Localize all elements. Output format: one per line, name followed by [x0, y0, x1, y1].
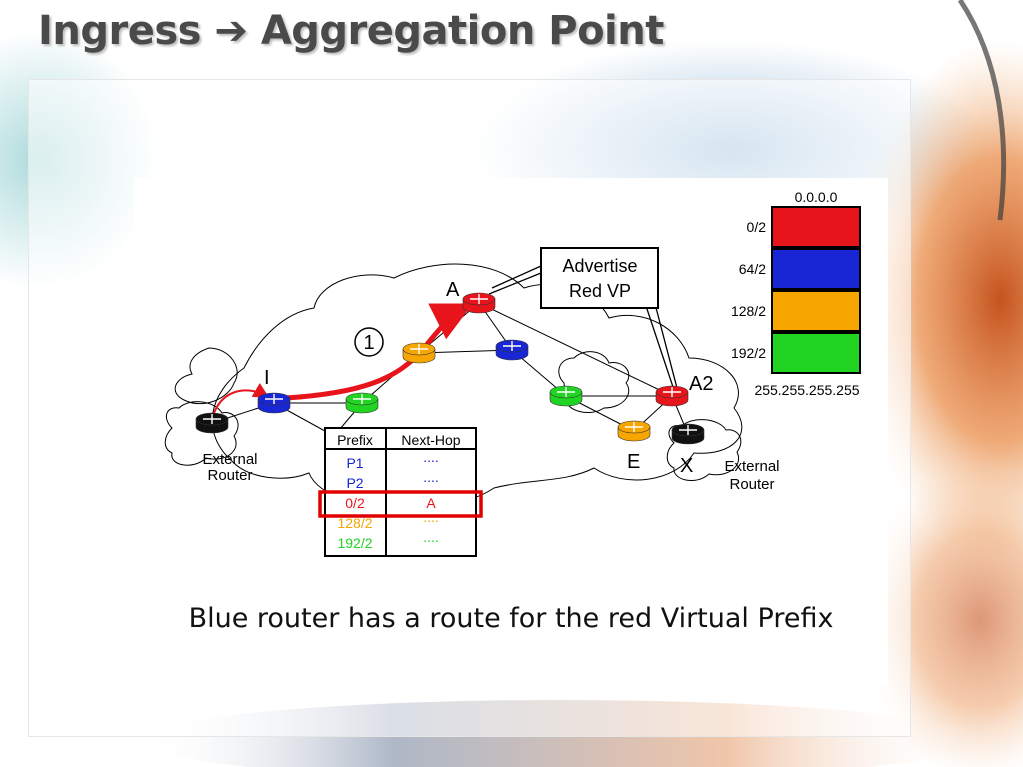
address-space-bottom-label: 255.255.255.255 — [754, 382, 859, 398]
router-red-a2-icon — [655, 385, 689, 407]
slide-title: Ingress ➔ Aggregation Point — [38, 8, 664, 54]
fib-row-next-hop: .... — [423, 449, 439, 465]
address-segment-0 — [771, 206, 861, 248]
router-red-a-icon — [462, 292, 496, 314]
router-label-a: A — [446, 279, 460, 301]
router-orange-core-icon — [402, 342, 436, 364]
router-black-x-icon — [671, 423, 705, 445]
router-green-edge-icon — [549, 385, 583, 407]
fib-table: Prefix Next-Hop P1.... P2.... 0/2 A 128/2...… — [318, 427, 483, 557]
router-blue-i-icon — [257, 392, 291, 414]
router-blue-core-icon — [495, 339, 529, 361]
step-marker-number: 1 — [363, 332, 374, 354]
external-router-right-line2: Router — [729, 476, 774, 493]
router-label-e: E — [627, 451, 640, 473]
address-space-bar: 0.0.0.0 0/2 64/2 128/2 192/2 255.255.255.25… — [731, 189, 861, 398]
address-segment-label: 192/2 — [731, 345, 766, 361]
fib-header-prefix: Prefix — [337, 432, 373, 448]
address-segment-label: 64/2 — [739, 261, 766, 277]
external-router-left-line1: External — [202, 451, 257, 468]
address-segment-label: 128/2 — [731, 303, 766, 319]
fib-row-prefix: P1 — [346, 455, 363, 471]
fib-row-next-hop: .... — [423, 529, 439, 545]
advertise-callout-box — [540, 247, 659, 309]
isp-cloud — [211, 263, 743, 504]
network-links — [211, 302, 689, 437]
address-segment-1 — [771, 248, 861, 290]
router-label-i: I — [264, 367, 270, 389]
right-edge-cloud — [558, 351, 630, 413]
router-label-a2: A2 — [689, 373, 713, 395]
advertise-callout-line1: Advertise — [562, 256, 637, 276]
diagram-figure: I A A2 E X 1 Advertise Red VP External R… — [134, 178, 888, 686]
diagram-caption: Blue router has a route for the red Virt… — [188, 603, 834, 634]
address-segment-label: 0/2 — [747, 219, 767, 235]
external-cloud-left — [164, 401, 239, 466]
fib-row-prefix: 128/2 — [337, 515, 372, 531]
fib-row-prefix: 0/2 — [345, 495, 365, 511]
router-orange-e-icon — [617, 420, 651, 442]
address-segment-3 — [771, 332, 861, 374]
fib-highlight-box — [318, 490, 483, 518]
address-segment-2 — [771, 290, 861, 332]
fib-row-next-hop: .... — [423, 469, 439, 485]
fib-header-next-hop: Next-Hop — [401, 432, 460, 448]
fib-row-next-hop: A — [426, 495, 436, 511]
step-marker-circle — [354, 327, 384, 357]
router-black-left-icon — [195, 412, 229, 434]
callout-lines — [488, 265, 678, 391]
fib-row-prefix: 192/2 — [337, 535, 372, 551]
network-diagram: I A A2 E X 1 Advertise Red VP External R… — [164, 189, 861, 557]
address-space-top-label: 0.0.0.0 — [795, 189, 838, 205]
external-router-left-line2: Router — [207, 467, 252, 484]
fib-row-prefix: P2 — [346, 475, 363, 491]
ingress-path-arrow — [213, 383, 270, 414]
advertise-callout-line2: Red VP — [569, 281, 631, 301]
router-label-x: X — [680, 455, 693, 477]
external-router-right-line1: External — [724, 458, 779, 475]
router-green-core-icon — [345, 392, 379, 414]
left-edge-cloud — [174, 347, 238, 405]
